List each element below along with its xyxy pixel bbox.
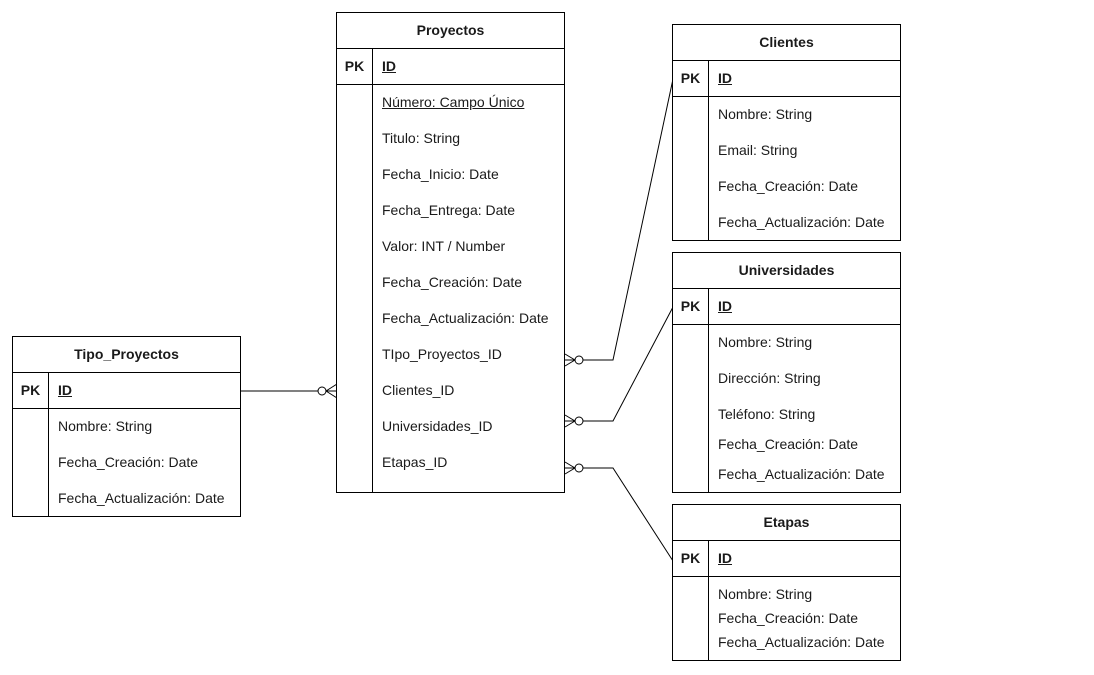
attribute: Nombre: String (718, 586, 813, 602)
attribute: Nombre: String (718, 334, 813, 350)
pk-label: PK (337, 49, 373, 84)
attribute: Valor: INT / Number (382, 238, 506, 254)
attribute: Fecha_Creación: Date (718, 610, 859, 626)
attribute: Fecha_Actualización: Date (718, 214, 885, 230)
relationship-tipo-proyectos-proyectos (241, 383, 338, 399)
attribute: Fecha_Entrega: Date (382, 202, 516, 218)
attribute: TIpo_Proyectos_ID (382, 346, 502, 362)
attribute: Fecha_Creación: Date (718, 436, 859, 452)
pk-field: ID (718, 298, 732, 314)
entity-title: Tipo_Proyectos (13, 337, 240, 373)
attribute: Email: String (718, 142, 798, 158)
entity-tipo-proyectos[interactable]: Tipo_Proyectos PK ID Nombre: String Fech… (12, 336, 241, 517)
primary-key-row: PK ID (673, 61, 900, 97)
attribute: Fecha_Actualización: Date (58, 490, 225, 506)
attribute: Fecha_Creación: Date (382, 274, 523, 290)
relationship-clientes-proyectos (564, 78, 674, 367)
attributes-section: Nombre: String Email: String Fecha_Creac… (673, 97, 900, 240)
attribute: Nombre: String (58, 418, 153, 434)
column-divider (708, 325, 709, 492)
attribute: Fecha_Actualización: Date (718, 466, 885, 482)
pk-field: ID (58, 382, 72, 398)
attribute: Etapas_ID (382, 454, 448, 470)
attribute: Teléfono: String (718, 406, 816, 422)
attributes-section: Nombre: String Fecha_Creación: Date Fech… (13, 409, 240, 516)
pk-label: PK (673, 289, 709, 324)
attribute: Nombre: String (718, 106, 813, 122)
pk-label: PK (673, 541, 709, 576)
primary-key-row: PK ID (673, 289, 900, 325)
entity-universidades[interactable]: Universidades PK ID Nombre: String Direc… (672, 252, 901, 493)
entity-title: Clientes (673, 25, 900, 61)
pk-label: PK (13, 373, 49, 408)
primary-key-row: PK ID (673, 541, 900, 577)
attribute: Fecha_Actualización: Date (382, 310, 549, 326)
relationship-universidades-proyectos (564, 306, 674, 428)
entity-title: Etapas (673, 505, 900, 541)
attribute: Universidades_ID (382, 418, 493, 434)
pk-label: PK (673, 61, 709, 96)
attributes-section: Número: Campo Único Titulo: String Fecha… (337, 85, 564, 492)
primary-key-row: PK ID (337, 49, 564, 85)
entity-clientes[interactable]: Clientes PK ID Nombre: String Email: Str… (672, 24, 901, 241)
attribute: Fecha_Creación: Date (58, 454, 199, 470)
attribute: Fecha_Inicio: Date (382, 166, 499, 182)
primary-key-row: PK ID (13, 373, 240, 409)
attribute: Fecha_Actualización: Date (718, 634, 885, 650)
column-divider (708, 577, 709, 660)
pk-field: ID (718, 70, 732, 86)
relationship-etapas-proyectos (564, 461, 674, 562)
attribute: Titulo: String (382, 130, 461, 146)
entity-title: Universidades (673, 253, 900, 289)
attribute: Fecha_Creación: Date (718, 178, 859, 194)
attributes-section: Nombre: String Dirección: String Teléfon… (673, 325, 900, 492)
entity-etapas[interactable]: Etapas PK ID Nombre: String Fecha_Creaci… (672, 504, 901, 661)
pk-field: ID (718, 550, 732, 566)
entity-proyectos[interactable]: Proyectos PK ID Número: Campo Único Titu… (336, 12, 565, 493)
entity-title: Proyectos (337, 13, 564, 49)
attributes-section: Nombre: String Fecha_Creación: Date Fech… (673, 577, 900, 660)
attribute: Clientes_ID (382, 382, 455, 398)
attribute: Número: Campo Único (382, 94, 525, 110)
column-divider (372, 85, 373, 492)
pk-field: ID (382, 58, 396, 74)
column-divider (708, 97, 709, 240)
attribute: Dirección: String (718, 370, 821, 386)
column-divider (48, 409, 49, 516)
